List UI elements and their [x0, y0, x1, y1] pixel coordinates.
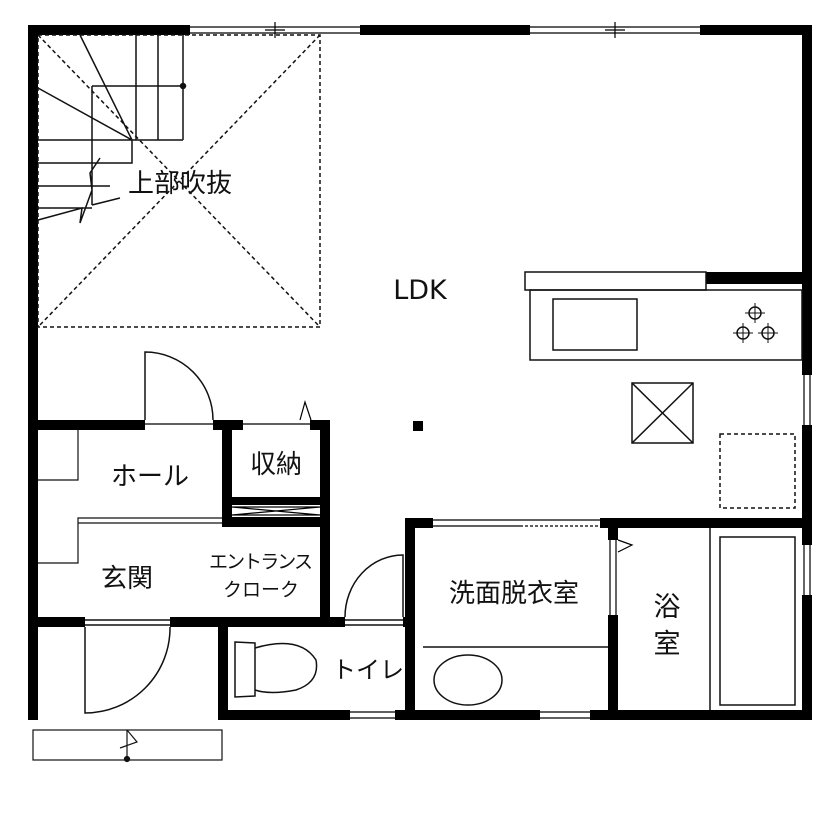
stove-burners-icon: [733, 303, 778, 343]
washbasin: [433, 654, 503, 706]
label-ldk: LDK: [393, 275, 448, 306]
void-outline: [37, 34, 321, 328]
label-washroom: 洗面脱衣室: [449, 579, 579, 609]
hall-door: [144, 351, 214, 421]
fridge-icon: [631, 382, 694, 444]
kitchen-sink: [552, 298, 638, 351]
column: [413, 421, 423, 431]
label-bath-2: 室: [654, 629, 681, 660]
stairs: [37, 34, 187, 224]
toilet-fixture: [234, 641, 318, 698]
bath-fixtures: [423, 528, 796, 710]
label-void: 上部吹抜: [128, 169, 232, 199]
windows: [145, 22, 811, 719]
label-closet-1: エントランス: [209, 551, 313, 573]
bathtub: [719, 536, 796, 706]
label-closet-2: クローク: [223, 579, 299, 601]
doors: [84, 351, 404, 714]
label-storage: 収納: [250, 450, 302, 480]
toilet-door: [344, 554, 404, 618]
label-toilet: トイレ: [332, 656, 404, 684]
label-bath-1: 浴: [654, 592, 681, 623]
hall-fixtures: [38, 430, 222, 564]
entrance-door: [84, 626, 171, 714]
label-hall: ホール: [111, 462, 189, 492]
kitchen: [524, 271, 803, 509]
label-genkan: 玄関: [101, 564, 153, 594]
porch: [32, 729, 223, 763]
walls: [28, 25, 812, 720]
